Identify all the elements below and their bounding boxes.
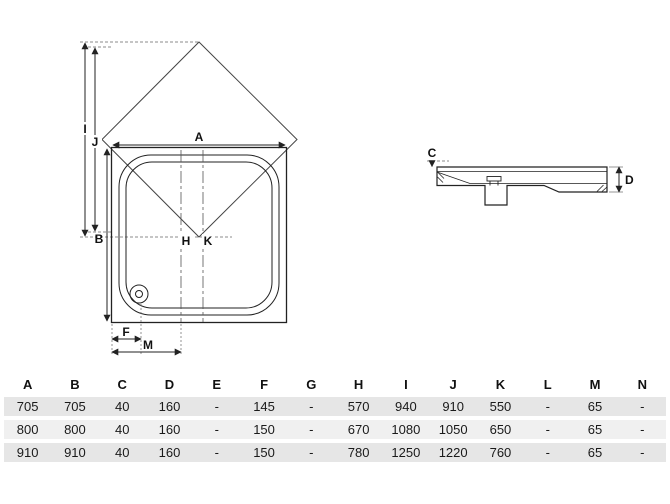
col-header: D bbox=[145, 376, 194, 393]
table-cell: 570 bbox=[334, 397, 383, 416]
table-cell: 705 bbox=[51, 397, 99, 416]
col-header: N bbox=[618, 376, 666, 393]
table-cell: 910 bbox=[51, 443, 99, 462]
hatch-line bbox=[601, 186, 608, 192]
plan-view bbox=[80, 41, 298, 356]
col-header: B bbox=[51, 376, 99, 393]
waste-fitting bbox=[486, 176, 502, 182]
rotated-square-outline bbox=[101, 41, 298, 238]
table-cell: - bbox=[618, 397, 666, 416]
table-cell: - bbox=[193, 420, 241, 439]
col-header: E bbox=[193, 376, 241, 393]
table-cell: 65 bbox=[571, 420, 619, 439]
label-mask bbox=[78, 122, 92, 135]
table-cell: 160 bbox=[145, 397, 194, 416]
label-mask bbox=[88, 135, 102, 148]
table-row: 910 910 40 160 - 150 - 780 1250 1220 760… bbox=[4, 443, 666, 462]
drain-outer bbox=[129, 284, 149, 304]
dim-label-f: F bbox=[122, 325, 129, 339]
tray-rim bbox=[118, 154, 280, 316]
table-cell: 910 bbox=[4, 443, 52, 462]
dim-label-h: H bbox=[182, 234, 191, 248]
table-cell: - bbox=[524, 443, 572, 462]
table-cell: 40 bbox=[98, 420, 146, 439]
table-cell: 1250 bbox=[382, 443, 430, 462]
table-cell: 160 bbox=[145, 443, 194, 462]
table-row: 800 800 40 160 - 150 - 670 1080 1050 650… bbox=[4, 420, 666, 439]
table-cell: - bbox=[524, 420, 572, 439]
table-header-row: A B C D E F G H I J K L M N bbox=[4, 376, 666, 393]
plan-view-labels: A B I J H K F M bbox=[78, 122, 215, 352]
table-cell: - bbox=[287, 397, 335, 416]
table-cell: - bbox=[287, 443, 335, 462]
dim-label-i: I bbox=[83, 122, 86, 136]
table-cell: - bbox=[618, 420, 666, 439]
table-cell: 150 bbox=[240, 420, 288, 439]
side-view-labels: C D bbox=[428, 146, 634, 187]
col-header: L bbox=[524, 376, 572, 393]
drain-inner bbox=[135, 290, 143, 298]
table-cell: - bbox=[193, 397, 241, 416]
side-view bbox=[427, 160, 623, 206]
hatch-line bbox=[437, 171, 445, 179]
table-cell: 65 bbox=[571, 397, 619, 416]
table-cell: 550 bbox=[476, 397, 525, 416]
col-header: F bbox=[240, 376, 288, 393]
table-cell: 705 bbox=[4, 397, 52, 416]
tray-outer-edge bbox=[110, 146, 288, 324]
col-header: A bbox=[4, 376, 52, 393]
table-cell: 670 bbox=[334, 420, 383, 439]
col-header: J bbox=[429, 376, 477, 393]
table-cell: 1050 bbox=[429, 420, 477, 439]
col-header: M bbox=[571, 376, 619, 393]
technical-drawing: A B I J H K F M bbox=[78, 41, 634, 356]
table-cell: 910 bbox=[429, 397, 477, 416]
table-row: 705 705 40 160 - 145 - 570 940 910 550 -… bbox=[4, 397, 666, 416]
dim-label-d: D bbox=[625, 173, 634, 187]
table-cell: 760 bbox=[476, 443, 525, 462]
table-cell: 160 bbox=[145, 420, 194, 439]
table-cell: 40 bbox=[98, 443, 146, 462]
table-cell: - bbox=[618, 443, 666, 462]
table-cell: 1080 bbox=[382, 420, 430, 439]
table-cell: 40 bbox=[98, 397, 146, 416]
drawing-area: A B I J H K F M bbox=[78, 41, 634, 356]
label-mask bbox=[202, 234, 215, 247]
table-cell: 65 bbox=[571, 443, 619, 462]
table-cell: - bbox=[524, 397, 572, 416]
dim-label-a: A bbox=[195, 130, 204, 144]
hatch-line bbox=[596, 184, 604, 192]
col-header: I bbox=[382, 376, 430, 393]
col-header: C bbox=[98, 376, 146, 393]
table-cell: 150 bbox=[240, 443, 288, 462]
table-cell: 800 bbox=[51, 420, 99, 439]
col-header: H bbox=[334, 376, 383, 393]
dim-label-m: M bbox=[143, 338, 153, 352]
dim-label-c: C bbox=[428, 146, 437, 160]
dim-label-b: B bbox=[95, 232, 104, 246]
dimension-table: A B C D E F G H I J K L M N 705 705 40 1 bbox=[4, 372, 666, 466]
side-profile-outline bbox=[436, 166, 608, 206]
table-cell: 800 bbox=[4, 420, 52, 439]
side-basin-floor bbox=[436, 171, 607, 184]
table-cell: 940 bbox=[382, 397, 430, 416]
label-mask bbox=[180, 234, 193, 247]
table-cell: 780 bbox=[334, 443, 383, 462]
table-cell: 1220 bbox=[429, 443, 477, 462]
table-cell: 145 bbox=[240, 397, 288, 416]
table-cell: 650 bbox=[476, 420, 525, 439]
hatch-line bbox=[437, 176, 444, 183]
dim-label-j: J bbox=[92, 135, 99, 149]
col-header: K bbox=[476, 376, 525, 393]
tray-basin bbox=[125, 161, 273, 309]
table-cell: - bbox=[287, 420, 335, 439]
col-header: G bbox=[287, 376, 335, 393]
dim-label-k: K bbox=[204, 234, 213, 248]
table-cell: - bbox=[193, 443, 241, 462]
